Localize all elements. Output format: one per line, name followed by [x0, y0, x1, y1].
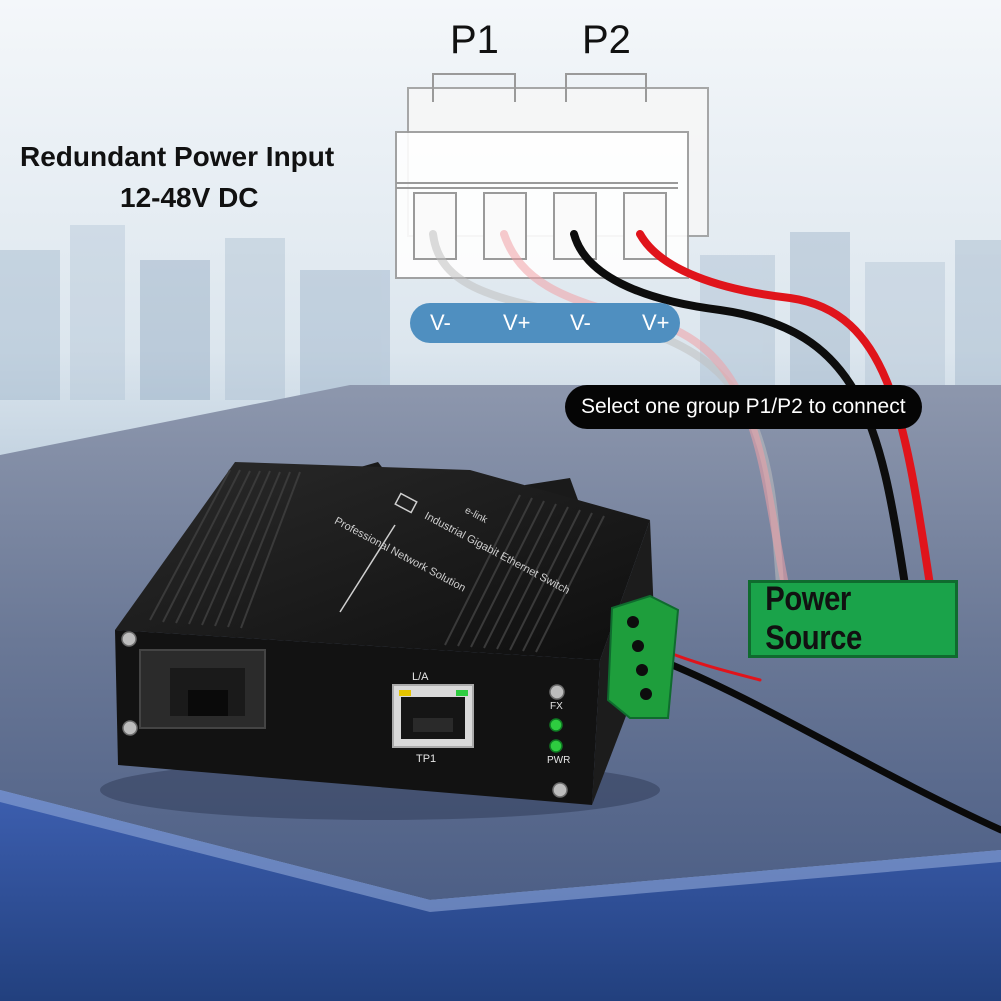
title-line-2: 12-48V DC: [120, 182, 259, 213]
fiber-port: [139, 649, 266, 729]
port-label-la: L/A: [412, 671, 429, 683]
device: [115, 462, 680, 805]
instruction-callout: Select one group P1/P2 to connect: [565, 385, 922, 429]
group-label-p2: P2: [582, 18, 631, 62]
power-source-label: Power Source: [765, 580, 862, 657]
polarity-label: V+: [642, 310, 670, 335]
wire-p2-negative: [570, 230, 909, 589]
device-output-cable: [656, 656, 1001, 834]
power-source-box: Power Source: [748, 580, 958, 658]
rj45-port: [392, 684, 474, 748]
led-label-pwr: PWR: [547, 755, 571, 766]
terminal-block-diagram: [395, 73, 709, 279]
device-terminal-block: [606, 594, 680, 719]
screws: [121, 631, 568, 798]
wire-p2-positive: [636, 230, 934, 589]
title-line-1: Redundant Power Input: [20, 141, 335, 172]
led-pwr: [549, 739, 563, 753]
led-label-fx: FX: [550, 701, 563, 712]
polarity-label: V-: [570, 310, 591, 335]
table-highlight: [0, 790, 1001, 912]
led-fx: [549, 718, 563, 732]
port-label-tp1: TP1: [416, 753, 437, 765]
polarity-label: V+: [503, 310, 531, 335]
group-label-p1: P1: [450, 18, 499, 62]
polarity-bar: [410, 303, 680, 343]
polarity-label: V-: [430, 310, 451, 335]
blurred-buildings: [0, 225, 1001, 400]
lid-port-icon: [394, 492, 418, 514]
